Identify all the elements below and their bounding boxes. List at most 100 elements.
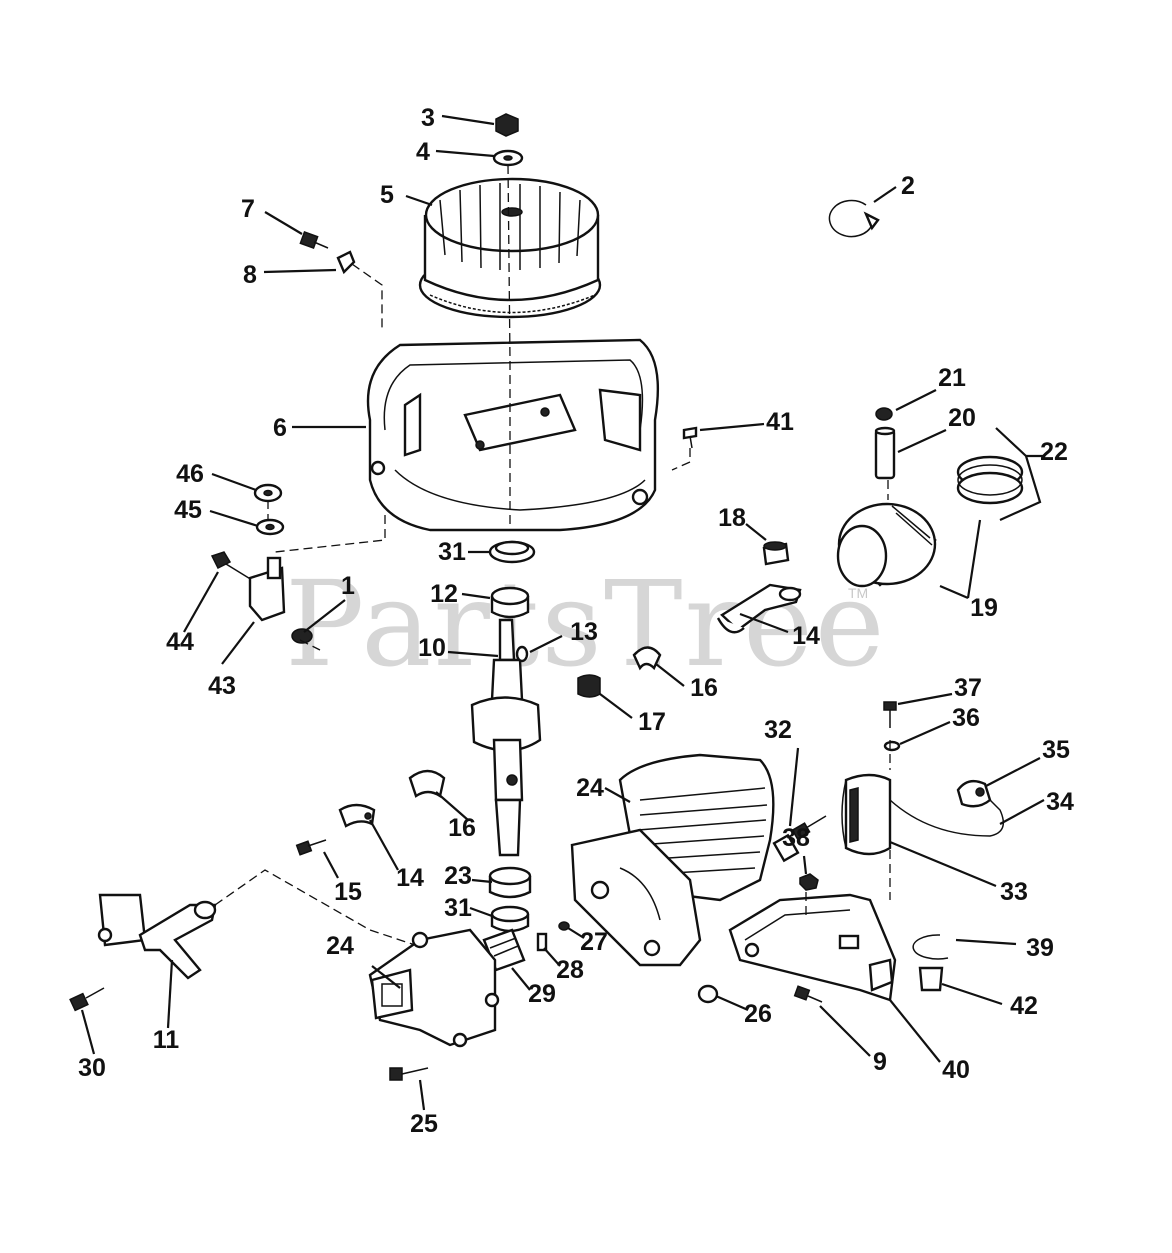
callout-7: 7 [241, 195, 255, 223]
seal-icon [488, 540, 536, 564]
screw-icon [69, 987, 105, 1012]
bearing-cap-icon [632, 646, 662, 671]
callout-9: 9 [873, 1048, 887, 1076]
screw-icon [299, 231, 329, 249]
clip-icon [918, 966, 944, 992]
callout-38: 38 [782, 824, 810, 852]
callout-17: 17 [638, 708, 666, 736]
screw-icon [558, 921, 570, 931]
callout-34: 34 [1046, 788, 1074, 816]
ignition-module-icon [841, 773, 892, 856]
rod-cap-icon [338, 803, 376, 828]
callout-26: 26 [744, 1000, 772, 1028]
seal-icon [490, 905, 530, 933]
callout-24-cylinder: 24 [576, 774, 604, 802]
crankshaft-icon [470, 618, 542, 857]
callout-18: 18 [718, 504, 746, 532]
nut-icon [799, 873, 819, 891]
callout-29: 29 [528, 980, 556, 1008]
callout-21: 21 [938, 364, 966, 392]
screw-icon [793, 985, 823, 1003]
ignition-lead-icon [889, 799, 1005, 837]
callout-40: 40 [942, 1056, 970, 1084]
callout-24-carb: 24 [326, 932, 354, 960]
callout-16-upper: 16 [690, 674, 718, 702]
throttle-lever-icon [97, 893, 217, 980]
watermark-text: PartsTree [285, 555, 887, 693]
callout-6: 6 [273, 414, 287, 442]
piston-rings-icon [956, 455, 1024, 505]
flywheel-icon [418, 177, 602, 319]
base-plate-icon [728, 893, 897, 1002]
callout-20: 20 [948, 404, 976, 432]
callout-43: 43 [208, 672, 236, 700]
callout-25: 25 [410, 1110, 438, 1138]
callout-10: 10 [418, 634, 446, 662]
bolt-icon [210, 551, 253, 581]
callout-11: 11 [153, 1026, 180, 1054]
screw-icon [883, 701, 897, 728]
spark-plug-icon [772, 815, 827, 863]
nut-icon [495, 113, 519, 137]
callout-35: 35 [1042, 736, 1070, 764]
callout-1: 1 [341, 572, 355, 600]
callout-22: 22 [1040, 438, 1068, 466]
plug-icon [697, 984, 719, 1004]
assembly-lines [214, 164, 891, 946]
bearing-cap-icon [408, 769, 446, 798]
callout-8: 8 [243, 261, 257, 289]
washer-icon [883, 740, 901, 752]
callout-14-rod: 14 [792, 622, 820, 650]
callout-15: 15 [334, 878, 362, 906]
callout-27: 27 [580, 928, 608, 956]
seal-icon [488, 866, 532, 899]
screw-icon [389, 1067, 429, 1081]
callout-5: 5 [380, 181, 394, 209]
callout-36: 36 [952, 704, 980, 732]
callout-16-lower: 16 [448, 814, 476, 842]
callout-23: 23 [444, 862, 472, 890]
callout-3: 3 [421, 104, 435, 132]
callout-19: 19 [970, 594, 998, 622]
carburetor-icon [368, 928, 500, 1048]
housing-icon [366, 338, 660, 532]
callout-33: 33 [1000, 878, 1028, 906]
key-icon [515, 645, 529, 663]
callout-labels: 1 2 3 4 5 6 7 8 9 10 11 12 13 14 14 15 1… [78, 104, 1074, 1138]
leader-lines [80, 114, 1045, 1111]
callout-30: 30 [78, 1054, 106, 1082]
callout-12: 12 [430, 580, 458, 608]
callout-14-cap: 14 [396, 864, 424, 892]
spark-plug-boot-icon [956, 779, 992, 808]
callout-28: 28 [556, 956, 584, 984]
bracket-icon [248, 556, 286, 622]
callout-31-upper: 31 [438, 538, 466, 566]
callout-13: 13 [570, 618, 598, 646]
retaining-ring-icon [828, 199, 880, 238]
nut-icon [291, 628, 313, 644]
callout-45: 45 [174, 496, 202, 524]
callout-4: 4 [416, 138, 430, 166]
needle-bearing-icon [577, 674, 601, 698]
clip-icon [536, 932, 548, 952]
screw-icon [682, 426, 698, 449]
connecting-rod-icon [716, 583, 802, 634]
callout-39: 39 [1026, 934, 1054, 962]
clip-icon [875, 407, 893, 421]
callout-32: 32 [764, 716, 792, 744]
screw-icon [295, 839, 327, 856]
piston-icon [836, 502, 937, 588]
callout-42: 42 [1010, 992, 1038, 1020]
retaining-ring-icon [912, 934, 949, 960]
callout-46: 46 [176, 460, 204, 488]
bearing-icon [762, 541, 790, 566]
callout-31-lower: 31 [444, 894, 472, 922]
cylinder-icon [570, 753, 775, 967]
clip-icon [336, 250, 356, 275]
callout-44: 44 [166, 628, 194, 656]
bearing-icon [490, 586, 530, 619]
callout-41: 41 [766, 408, 794, 436]
watermark-tm: TM [848, 585, 868, 601]
wrist-pin-icon [874, 426, 896, 480]
